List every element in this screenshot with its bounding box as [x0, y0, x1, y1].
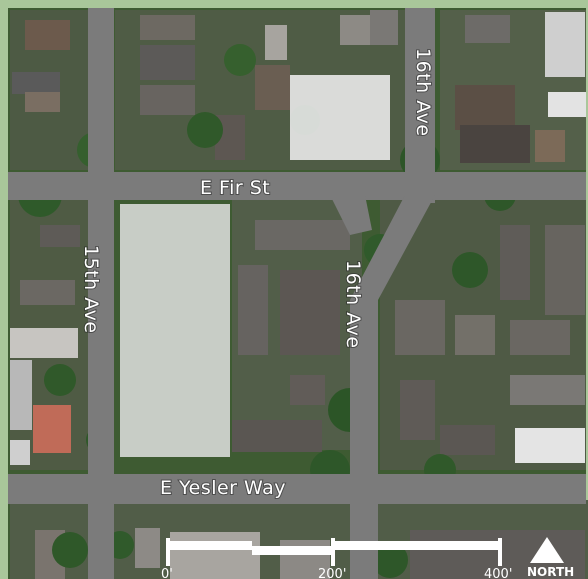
scale-bar-segment-3 [334, 541, 502, 550]
street-label-16th-ave-south: 16th Ave [342, 260, 364, 349]
north-label: NORTH [527, 565, 574, 579]
street-network [8, 8, 586, 579]
scale-bar-tick-start [166, 538, 170, 566]
scale-bar-tick-end [498, 538, 502, 566]
16th-ave-road-south [350, 195, 435, 579]
scale-label-mid: 200' [318, 567, 346, 579]
scale-bar: 0' 200' 400' [161, 538, 512, 579]
scale-bar-segment-1 [168, 541, 252, 550]
street-label-e-yesler-way: E Yesler Way [160, 477, 286, 499]
diagonal-spur [330, 195, 372, 235]
north-arrow-icon [530, 537, 564, 563]
scale-bar-tick-mid [331, 538, 335, 566]
15th-ave-road [88, 8, 114, 579]
street-label-e-fir-st: E Fir St [200, 177, 270, 199]
street-label-15th-ave: 15th Ave [80, 245, 102, 334]
scale-bar-segment-2 [252, 546, 334, 555]
highlighted-parcel-north [290, 75, 390, 160]
north-arrow: NORTH [527, 537, 574, 579]
highlighted-parcel-west [120, 204, 230, 457]
scale-label-end: 400' [484, 567, 512, 579]
16th-ave-road-north [405, 8, 435, 203]
scale-label-start: 0' [161, 567, 173, 579]
street-label-16th-ave-north: 16th Ave [412, 48, 434, 137]
